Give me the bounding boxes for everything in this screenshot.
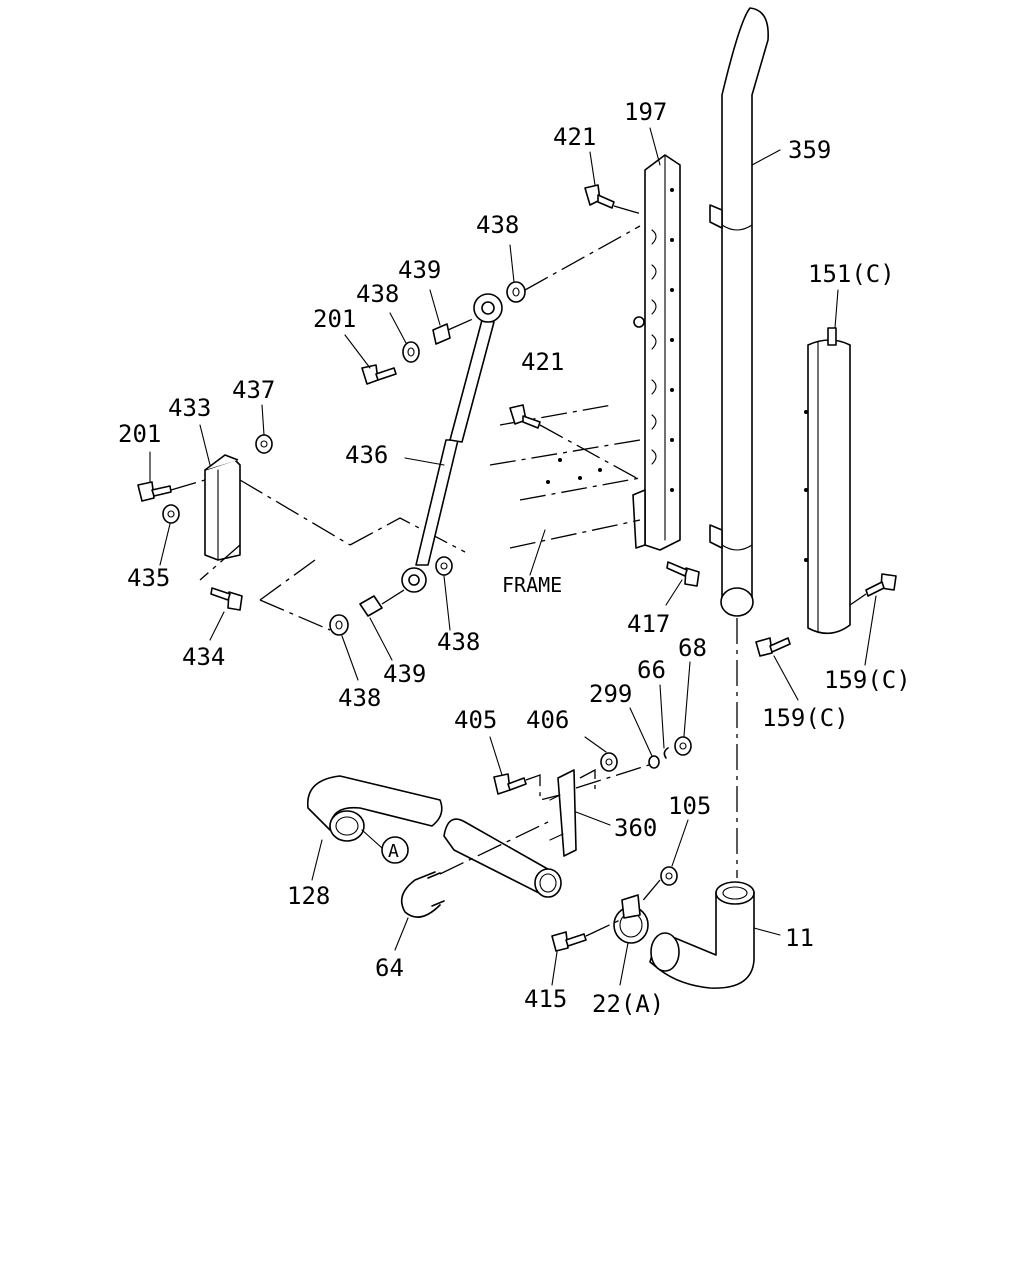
washer-438-b (435, 556, 453, 576)
bracket-360 (549, 763, 653, 857)
callout-159c-left: 159(C) (762, 704, 849, 732)
bolt-201-b (137, 479, 206, 502)
callout-415: 415 (524, 985, 567, 1013)
washer-437 (255, 434, 273, 454)
nut-105 (639, 866, 678, 905)
bolt-201-a (361, 364, 397, 385)
bolt-421-mid (509, 404, 641, 481)
callout-436: 436 (345, 441, 388, 469)
callout-434: 434 (182, 643, 225, 671)
washer-438-top (506, 225, 641, 303)
callout-435: 435 (127, 564, 170, 592)
callout-151c: 151(C) (808, 260, 895, 288)
callout-105: 105 (668, 792, 711, 820)
washer-406 (579, 752, 618, 790)
leader-lines (149, 127, 877, 986)
clamp-22a (613, 894, 649, 944)
callout-421-mid: 421 (521, 348, 564, 376)
bolt-159c-left (755, 637, 791, 657)
callout-438-mid: 438 (356, 280, 399, 308)
callout-159c-right: 159(C) (824, 666, 911, 694)
callout-a: A (388, 841, 399, 862)
callout-421-top: 421 (553, 123, 596, 151)
tail-pipe-elbow (443, 818, 562, 898)
callout-439-bottom: 439 (383, 660, 426, 688)
callout-68: 68 (678, 634, 707, 662)
callout-359: 359 (788, 136, 831, 164)
bolt-434 (210, 587, 243, 611)
callout-11: 11 (785, 924, 814, 952)
washer-435 (162, 504, 180, 524)
callout-frame: FRAME (502, 573, 562, 597)
callout-405: 405 (454, 706, 497, 734)
bolt-415 (551, 919, 621, 952)
callout-438-bottom: 438 (338, 684, 381, 712)
callout-406: 406 (526, 706, 569, 734)
washer-438-a (402, 341, 420, 363)
callout-66: 66 (637, 656, 666, 684)
callout-128: 128 (287, 882, 330, 910)
washer-299 (648, 755, 660, 769)
collar-439-a (432, 317, 476, 345)
callout-299: 299 (589, 680, 632, 708)
bolt-159c-right (849, 573, 897, 606)
callout-433: 433 (168, 394, 211, 422)
bolt-405 (493, 773, 561, 801)
exhaust-pipe-359 (709, 7, 769, 878)
callout-64: 64 (375, 954, 404, 982)
callout-437: 437 (232, 376, 275, 404)
nut-68 (674, 736, 692, 756)
spring-washer-66 (663, 747, 669, 759)
hose-128 (307, 775, 443, 842)
callout-201-left: 201 (118, 420, 161, 448)
callout-22a: 22(A) (592, 990, 664, 1018)
frame-outline (489, 404, 641, 549)
rod-436 (401, 293, 503, 593)
callout-439-top: 439 (398, 256, 441, 284)
bracket-197 (632, 154, 681, 551)
collar-439-b (359, 589, 405, 617)
callout-438-top: 438 (476, 211, 519, 239)
callout-417: 417 (627, 610, 670, 638)
bracket-433 (199, 454, 466, 631)
u-bolt-64 (400, 821, 549, 918)
callout-197: 197 (624, 98, 667, 126)
bolt-421-top (584, 184, 646, 216)
pipe-elbow-11 (649, 881, 755, 989)
reference-circle-a (381, 836, 409, 864)
heat-shield-151c (804, 327, 851, 635)
callout-438-right: 438 (437, 628, 480, 656)
callout-201-top: 201 (313, 305, 356, 333)
callout-360: 360 (614, 814, 657, 842)
bolt-417 (666, 561, 700, 587)
washer-438-c (329, 614, 349, 636)
